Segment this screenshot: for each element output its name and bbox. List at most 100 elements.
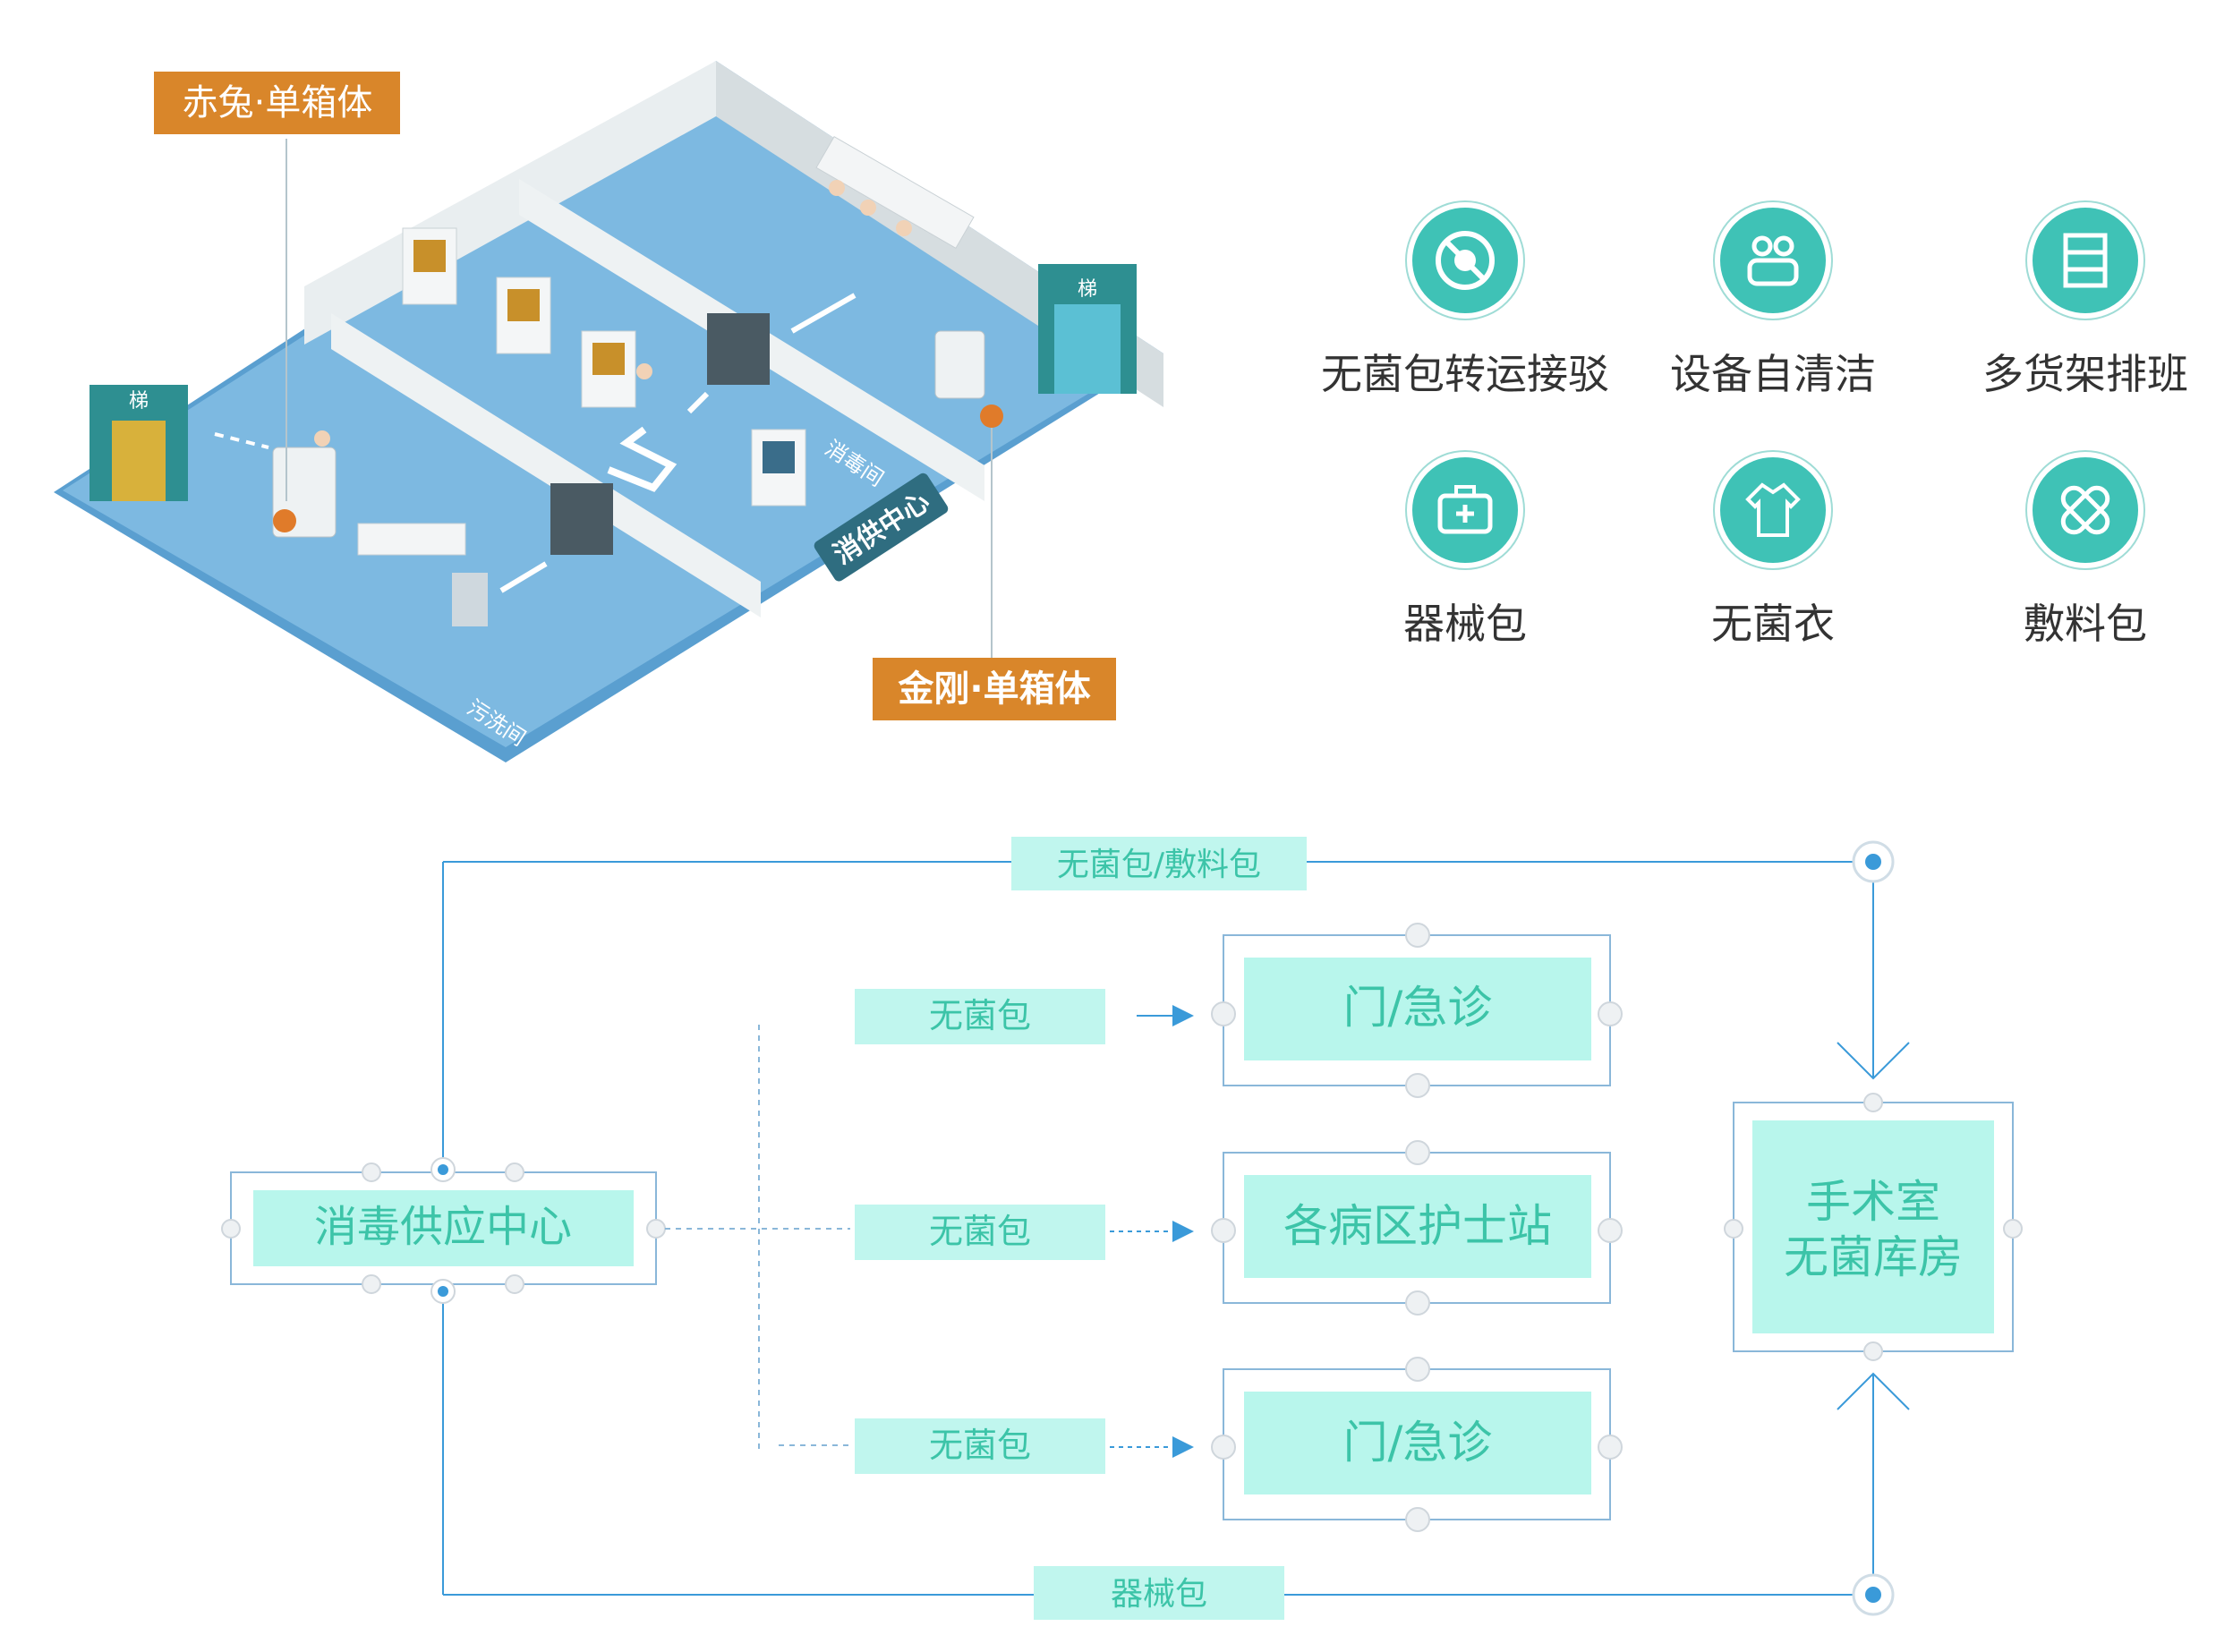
feature-label: 多货架排班 [1982, 350, 2188, 398]
source-port-a [362, 1162, 381, 1182]
branch-3-label: 无菌包 [929, 1426, 1031, 1465]
feature-self-clean: 设备自清洁 [1612, 202, 1934, 401]
destination-port-left [1724, 1219, 1743, 1239]
branch-1-label: 无菌包 [929, 996, 1031, 1035]
target-3-port-left [1211, 1435, 1236, 1460]
feature-label: 器械包 [1403, 600, 1527, 648]
node-bottom-right-dot [1865, 1587, 1881, 1603]
feature-label: 无菌包转运接驳 [1321, 350, 1609, 398]
partition-1 [331, 313, 761, 617]
callout-bottom-label: 金刚·单箱体 [897, 668, 1090, 710]
feature-sterile-transfer: 无菌包转运接驳 [1304, 202, 1626, 401]
destination-port-top [1863, 1093, 1883, 1112]
target-1-box [1244, 958, 1591, 1060]
source-bottom-port-dot [438, 1286, 448, 1297]
destination-box [1752, 1120, 1994, 1333]
target-2-port-bottom [1405, 1290, 1430, 1316]
feature-instrument-pack: 器械包 [1304, 452, 1626, 651]
floor [63, 72, 1155, 747]
destination-line2: 无菌库房 [1784, 1231, 1963, 1283]
staff-3 [896, 220, 912, 236]
source-port-b [505, 1162, 524, 1182]
top-edge-label: 无菌包/敷料包 [1057, 847, 1261, 883]
source-port-d [505, 1274, 524, 1294]
target-3-label: 门/急诊 [1343, 1417, 1493, 1469]
work-table [815, 135, 975, 250]
pass-box-1 [550, 483, 613, 555]
route-line-5 [790, 293, 857, 334]
feature-sterile-gown: 无菌衣 [1612, 452, 1934, 651]
target-1-port-top [1405, 923, 1430, 948]
source-label: 消毒供应中心 [314, 1202, 572, 1252]
source-port-c [362, 1274, 381, 1294]
staff-5 [314, 430, 330, 447]
packing-table [357, 523, 466, 556]
bottom-edge-label: 器械包 [1111, 1576, 1207, 1613]
target-3-port-bottom [1405, 1507, 1430, 1532]
callout-top-label: 赤兔·单箱体 [183, 82, 373, 123]
down-arrowhead [1837, 1042, 1910, 1080]
washer-4-window [763, 441, 795, 473]
node-top-right-dot [1865, 854, 1881, 870]
target-1-label: 门/急诊 [1343, 982, 1493, 1034]
branch-1-label-box [855, 989, 1105, 1044]
staff-2 [860, 200, 876, 216]
callout-bottom-box [873, 658, 1116, 720]
target-2-port-right [1598, 1218, 1623, 1243]
top-edge-label-box [1011, 837, 1307, 890]
destination-port-bottom [1863, 1341, 1883, 1361]
lift-left-sign: 梯 [129, 390, 149, 413]
route-line-3 [607, 426, 678, 492]
target-2-label: 各病区护士站 [1283, 1200, 1552, 1252]
medical-kit-icon [1407, 452, 1523, 568]
target-2-port-top [1405, 1140, 1430, 1165]
target-3-box [1244, 1392, 1591, 1494]
facility-illustration: 梯 梯 污洗间 消毒间 消供中心 [54, 61, 1163, 762]
target-3-port-top [1405, 1357, 1430, 1382]
people-wash-icon [1715, 202, 1831, 319]
bandage-icon [2027, 452, 2144, 568]
cart [452, 573, 488, 626]
target-3-port-right [1598, 1435, 1623, 1460]
source-port-right [646, 1219, 666, 1239]
up-arrowhead [1837, 1372, 1910, 1410]
feature-label: 敷料包 [2024, 600, 2147, 648]
branch-2-label-box [855, 1205, 1105, 1260]
washer-2-window [507, 289, 540, 321]
pass-box-2 [707, 313, 770, 385]
flow-diagram: 无菌包/敷料包 器械包 消毒供应中心 无菌包 门/急诊 无菌包 [221, 837, 2023, 1620]
destination-port-right [2003, 1219, 2023, 1239]
gown-icon [1715, 452, 1831, 568]
callout-top-box [154, 72, 400, 134]
elevator-left-door [112, 421, 166, 501]
staff-1 [829, 180, 845, 196]
target-1-port-bottom [1405, 1073, 1430, 1098]
robot-right [934, 330, 985, 399]
no-germ-icon [1407, 202, 1523, 319]
target-2-box [1244, 1175, 1591, 1278]
route-line-2 [499, 561, 548, 593]
callout-top-pin [273, 509, 296, 532]
feature-multi-shelf: 多货架排班 [1924, 202, 2233, 401]
feature-dressing-pack: 敷料包 [1924, 452, 2233, 651]
destination-line1: 手术室 [1806, 1176, 1940, 1228]
feature-label: 无菌衣 [1711, 600, 1835, 648]
washer-1-window [413, 240, 446, 272]
feature-label: 设备自清洁 [1670, 350, 1876, 398]
lift-right-sign: 梯 [1078, 278, 1097, 301]
staff-4 [636, 363, 652, 379]
shelf-icon [2027, 202, 2144, 319]
target-1-port-right [1598, 1001, 1623, 1026]
source-top-port-dot [438, 1164, 448, 1175]
callout-bottom-pin [980, 404, 1003, 428]
branch-3-label-box [855, 1418, 1105, 1474]
route-line-4 [686, 391, 710, 414]
elevator-right-door [1054, 304, 1121, 394]
source-box [253, 1190, 634, 1266]
source-port-left [221, 1219, 241, 1239]
branch-2-label: 无菌包 [929, 1212, 1031, 1251]
target-1-port-left [1211, 1001, 1236, 1026]
bottom-edge-label-box [1034, 1566, 1284, 1620]
washer-3-window [592, 343, 625, 375]
